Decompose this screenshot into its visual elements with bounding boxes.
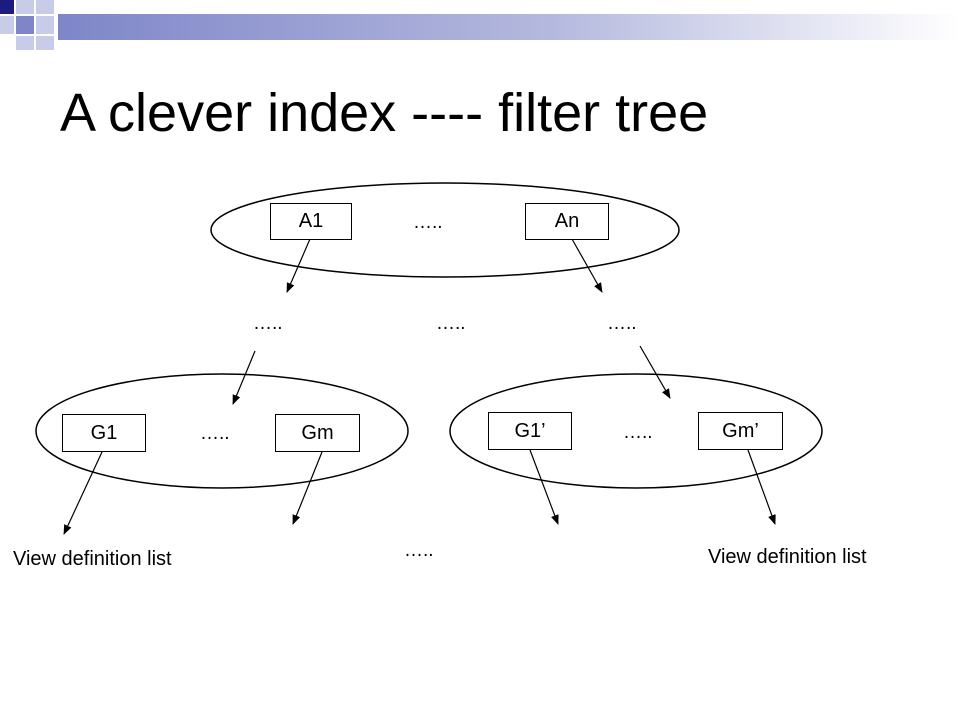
arrow-gm-list	[292, 451, 323, 525]
arrow-an-down	[571, 238, 603, 293]
slide-title: A clever index ---- filter tree	[60, 83, 709, 143]
node-label-an: An	[554, 210, 580, 232]
view-definition-list-left: View definition list	[13, 548, 172, 570]
left-node-ellipse	[35, 373, 409, 489]
header-decoration	[0, 0, 960, 50]
right-node-ellipse	[449, 373, 823, 489]
header-square-light	[36, 0, 54, 14]
mid-ellipsis-left: …..	[253, 313, 283, 334]
node-box-g1-prime: G1’	[488, 412, 572, 450]
header-square-navy	[0, 0, 14, 14]
root-ellipsis: …..	[413, 212, 443, 233]
mid-ellipsis-center: …..	[436, 313, 466, 334]
left-group-ellipsis: …..	[200, 423, 230, 444]
right-group-ellipsis: …..	[623, 422, 653, 443]
header-square-blue	[16, 16, 34, 34]
node-box-a1: A1	[270, 203, 352, 240]
bottom-ellipsis: …..	[404, 540, 434, 561]
header-square-light	[36, 36, 54, 50]
node-label-g1: G1	[90, 422, 118, 444]
arrow-g1-list	[63, 451, 103, 535]
mid-ellipsis-right: …..	[607, 313, 637, 334]
node-box-an: An	[525, 203, 609, 240]
arrow-a1-down	[286, 238, 311, 293]
node-label-g1-prime: G1’	[514, 420, 546, 442]
root-node-ellipse	[210, 182, 680, 278]
arrow-g1prime-list	[529, 449, 559, 525]
view-definition-list-right: View definition list	[708, 546, 867, 568]
arrow-mid-right	[639, 345, 671, 399]
node-box-g1: G1	[62, 414, 146, 452]
header-square-light	[16, 0, 34, 14]
node-label-gm-prime: Gm’	[722, 420, 759, 442]
node-label-gm: Gm	[301, 422, 334, 444]
node-box-gm-prime: Gm’	[698, 412, 783, 450]
header-square-light	[36, 16, 54, 34]
node-box-gm: Gm	[275, 414, 360, 452]
arrow-gmprime-list	[747, 449, 776, 525]
arrow-mid-left	[232, 350, 256, 405]
node-label-a1: A1	[298, 210, 324, 232]
header-square-light	[0, 16, 14, 34]
header-square-light	[16, 36, 34, 50]
header-band	[58, 14, 960, 40]
